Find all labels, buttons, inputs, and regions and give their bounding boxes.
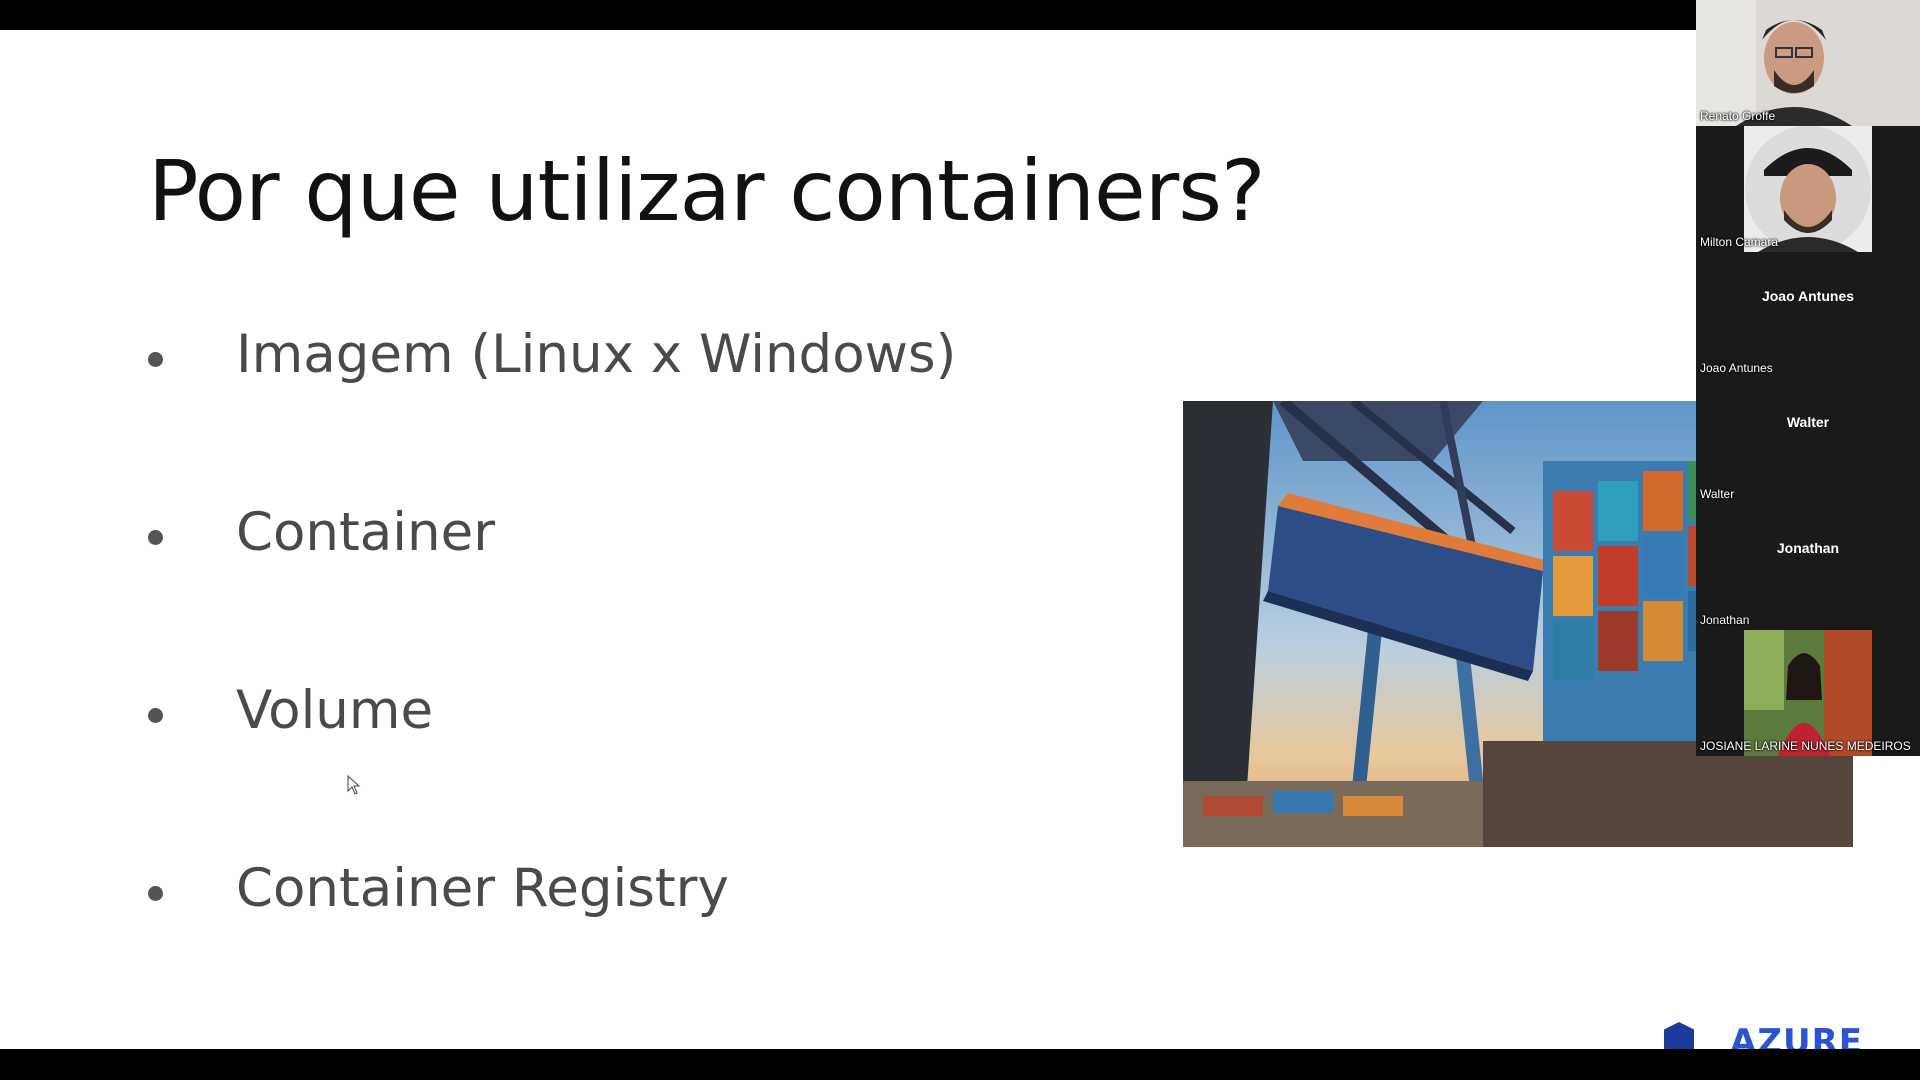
logo-word: AZURE: [1730, 1022, 1863, 1049]
participant-tile[interactable]: Milton Camara: [1696, 126, 1920, 252]
bullet-text: Container Registry: [236, 858, 729, 919]
logo-mark: [1664, 1022, 1694, 1049]
participant-name: Walter: [1700, 487, 1735, 501]
participant-name: Renato Groffe: [1700, 109, 1776, 123]
participant-tile[interactable]: Renato Groffe: [1696, 0, 1920, 126]
participant-video: [1696, 0, 1920, 126]
bullet-text: Container: [236, 502, 495, 563]
participant-photo: [1744, 630, 1872, 756]
bullet-item: Container: [148, 502, 1048, 572]
bullet-dot: [148, 530, 163, 545]
participant-name: Jonathan: [1700, 613, 1750, 627]
slide-title: Por que utilizar containers?: [148, 142, 1266, 240]
participant-tile[interactable]: Jonathan Jonathan: [1696, 504, 1920, 630]
bullet-item: Volume: [148, 680, 1048, 750]
bullet-item: Container Registry: [148, 858, 1048, 928]
participant-center-label: Joao Antunes: [1761, 288, 1855, 304]
bullet-text: Volume: [236, 680, 434, 741]
bullet-dot: [148, 708, 163, 723]
participant-tile[interactable]: Joao Antunes Joao Antunes: [1696, 252, 1920, 378]
participant-name: Joao Antunes: [1700, 361, 1773, 375]
participant-center-label: Walter: [1786, 414, 1830, 430]
presentation-slide: Por que utilizar containers? Imagem (Lin…: [0, 30, 1920, 1049]
participant-tile[interactable]: JOSIANE LARINE NUNES MEDEIROS: [1696, 630, 1920, 756]
bullet-item: Imagem (Linux x Windows): [148, 324, 1048, 394]
participant-panel: Renato Groffe Milton Camara Joao Antunes…: [1696, 0, 1920, 756]
participant-name: Milton Camara: [1700, 235, 1779, 249]
bullet-text: Imagem (Linux x Windows): [236, 324, 957, 385]
mouse-pointer-icon: [347, 774, 361, 795]
participant-tile[interactable]: Walter Walter: [1696, 378, 1920, 504]
bullet-dot: [148, 352, 163, 367]
participant-avatar: [1744, 126, 1872, 252]
participant-name: JOSIANE LARINE NUNES MEDEIROS: [1700, 739, 1911, 753]
bullet-dot: [148, 886, 163, 901]
azure-logo: AZURE: [1660, 1022, 1890, 1049]
participant-center-label: Jonathan: [1776, 540, 1840, 556]
